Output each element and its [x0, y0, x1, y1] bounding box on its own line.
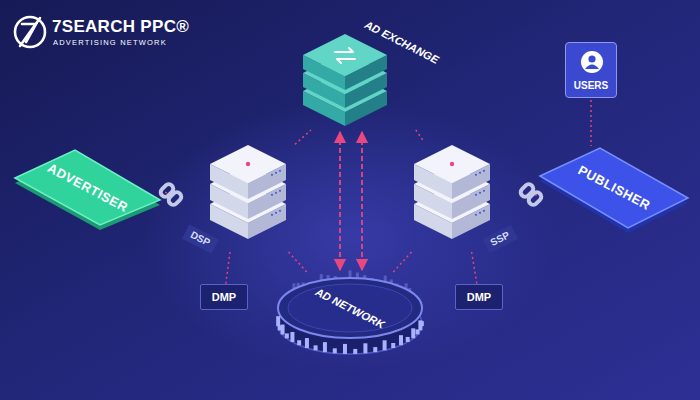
swap-icon	[335, 48, 355, 63]
dmp-box: DMP	[455, 284, 503, 310]
ring-bar	[399, 335, 403, 345]
ring-bar	[415, 329, 419, 334]
card-face	[540, 148, 688, 228]
ring-bar	[391, 343, 395, 348]
ring-bar	[333, 348, 337, 353]
server-led	[275, 172, 277, 174]
server-slab-top	[210, 145, 286, 183]
ring-bar	[314, 345, 318, 350]
ring-bar	[276, 316, 280, 326]
server-slab-top	[414, 145, 490, 183]
server-led	[475, 194, 477, 196]
ad-network-ring: AD NETWORK	[270, 272, 430, 367]
ring-bar	[353, 349, 357, 354]
ad-exchange-stack: AD EXCHANGE	[300, 15, 450, 130]
dotted-connector	[289, 252, 307, 272]
ring-inner	[288, 284, 412, 332]
user-icon-head	[588, 55, 595, 62]
ring-bar	[290, 332, 294, 342]
chain-link-icon	[159, 182, 183, 206]
server-led	[271, 194, 273, 196]
dotted-connector	[590, 100, 592, 146]
server-led	[483, 210, 485, 212]
server-dot	[246, 162, 250, 166]
node-label: DSP	[182, 224, 218, 253]
server-led	[279, 170, 281, 172]
server-led	[279, 210, 281, 212]
publisher-card: PUBLISHER	[540, 148, 688, 240]
server-led	[275, 192, 277, 194]
server-led	[475, 174, 477, 176]
advertiser-card: ADVERTISER	[15, 148, 160, 230]
dotted-connector	[226, 252, 230, 284]
dotted-connector	[393, 252, 411, 272]
ring-bar	[418, 320, 422, 330]
ring-bar	[383, 340, 387, 350]
node-label: DMP	[212, 291, 236, 304]
background-glow	[90, 50, 610, 390]
users-box: USERS	[565, 42, 617, 98]
chain-link-icon	[519, 182, 543, 206]
ring-top	[278, 278, 422, 338]
ring-bar	[411, 328, 415, 338]
node-label: USERS	[574, 80, 608, 92]
ad-network-ring-shape	[270, 272, 430, 367]
server-led	[479, 212, 481, 214]
ring-bar	[373, 347, 377, 352]
ring-bar	[285, 333, 289, 338]
node-label: DMP	[467, 291, 491, 304]
ring-bar	[363, 343, 367, 353]
arrow-connector	[339, 132, 341, 270]
server-led	[483, 170, 485, 172]
server-led	[483, 190, 485, 192]
server-led	[279, 190, 281, 192]
ssp-server: SSP	[405, 140, 520, 252]
dotted-connector	[416, 130, 423, 140]
card-face	[15, 150, 160, 225]
logo-icon	[15, 17, 45, 47]
logo-tagline: ADVERTISING NETWORK	[53, 38, 167, 47]
node-label: SSP	[482, 224, 518, 252]
ring-bar	[305, 338, 309, 348]
ring-bar	[406, 337, 410, 342]
dmp-box: DMP	[200, 284, 248, 310]
user-icon-body	[585, 65, 599, 70]
server-dot	[450, 162, 454, 166]
server-led	[479, 172, 481, 174]
server-led	[271, 214, 273, 216]
server-led	[271, 174, 273, 176]
server-led	[475, 214, 477, 216]
dotted-connector	[472, 252, 477, 284]
exchange-slab-top	[303, 34, 387, 76]
dotted-connector	[295, 130, 311, 144]
ring-bar	[343, 344, 347, 354]
logo-wordmark: 7SEARCH PPC®	[52, 17, 189, 37]
arrow-connector	[361, 132, 363, 270]
dsp-server: DSP	[180, 140, 295, 252]
user-icon	[581, 51, 603, 73]
server-led	[275, 212, 277, 214]
ring-bar	[323, 342, 327, 352]
server-led	[479, 192, 481, 194]
ring-bar	[297, 340, 301, 345]
